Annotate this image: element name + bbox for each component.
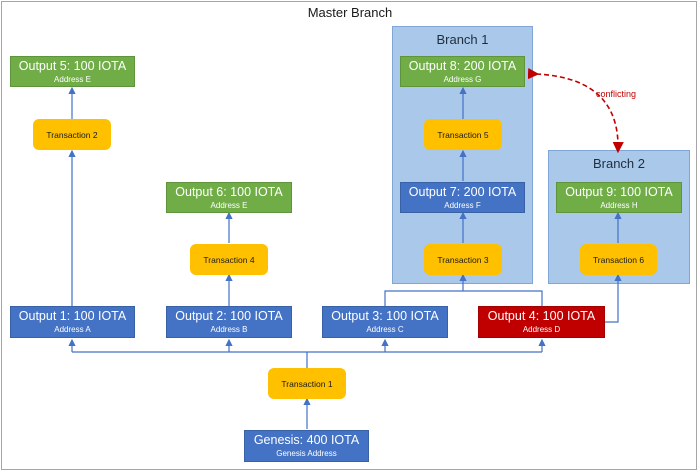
output-4-label: Output 4: 100 IOTA (487, 309, 596, 323)
output-8-label: Output 8: 200 IOTA (408, 58, 517, 73)
output-9-box: Output 9: 100 IOTA Address H (556, 182, 682, 213)
branch-2-region: Branch 2 (548, 150, 690, 284)
output-1-box: Output 1: 100 IOTA Address A (10, 306, 135, 338)
genesis-box: Genesis: 400 IOTA Genesis Address (244, 430, 369, 462)
output-6-label: Output 6: 100 IOTA (175, 184, 283, 199)
output-7-address: Address F (444, 200, 481, 210)
transaction-6: Transaction 6 (580, 244, 657, 275)
edge-out4-tx3 (463, 290, 543, 306)
output-1-address: Address A (54, 325, 91, 334)
conflict-arrow (527, 68, 624, 154)
transaction-3: Transaction 3 (424, 244, 502, 275)
output-3-box: Output 3: 100 IOTA Address C (322, 306, 448, 338)
conflicting-label: conflicting (596, 89, 637, 99)
edge-out4-tx6 (605, 273, 622, 323)
output-5-address: Address E (54, 74, 91, 84)
genesis-label: Genesis: 400 IOTA (253, 433, 360, 447)
output-6-address: Address E (210, 200, 248, 210)
output-3-label: Output 3: 100 IOTA (331, 309, 439, 323)
transaction-1: Transaction 1 (268, 368, 346, 399)
output-4-box: Output 4: 100 IOTA Address D (478, 306, 605, 338)
transaction-2: Transaction 2 (33, 119, 111, 150)
output-2-box: Output 2: 100 IOTA Address B (166, 306, 292, 338)
output-7-box: Output 7: 200 IOTA Address F (400, 182, 525, 213)
output-8-address: Address G (443, 74, 482, 84)
output-6-box: Output 6: 100 IOTA Address E (166, 182, 292, 213)
edge-out3-tx3 (384, 290, 463, 306)
output-8-box: Output 8: 200 IOTA Address G (400, 56, 525, 87)
output-3-address: Address C (366, 325, 404, 334)
branch-2-title: Branch 2 (592, 156, 646, 171)
transaction-5: Transaction 5 (424, 119, 502, 150)
output-2-label: Output 2: 100 IOTA (175, 309, 283, 323)
output-2-address: Address B (210, 325, 248, 334)
genesis-address: Genesis Address (276, 449, 337, 458)
transaction-4: Transaction 4 (190, 244, 268, 275)
branch-1-title: Branch 1 (436, 32, 489, 47)
output-9-address: Address H (600, 200, 638, 210)
output-9-label: Output 9: 100 IOTA (565, 184, 673, 199)
output-5-label: Output 5: 100 IOTA (18, 58, 127, 73)
output-1-label: Output 1: 100 IOTA (18, 309, 127, 323)
output-4-address: Address D (522, 325, 561, 334)
output-5-box: Output 5: 100 IOTA Address E (10, 56, 135, 87)
output-7-label: Output 7: 200 IOTA (408, 184, 517, 199)
master-branch-title: Master Branch (307, 5, 393, 20)
